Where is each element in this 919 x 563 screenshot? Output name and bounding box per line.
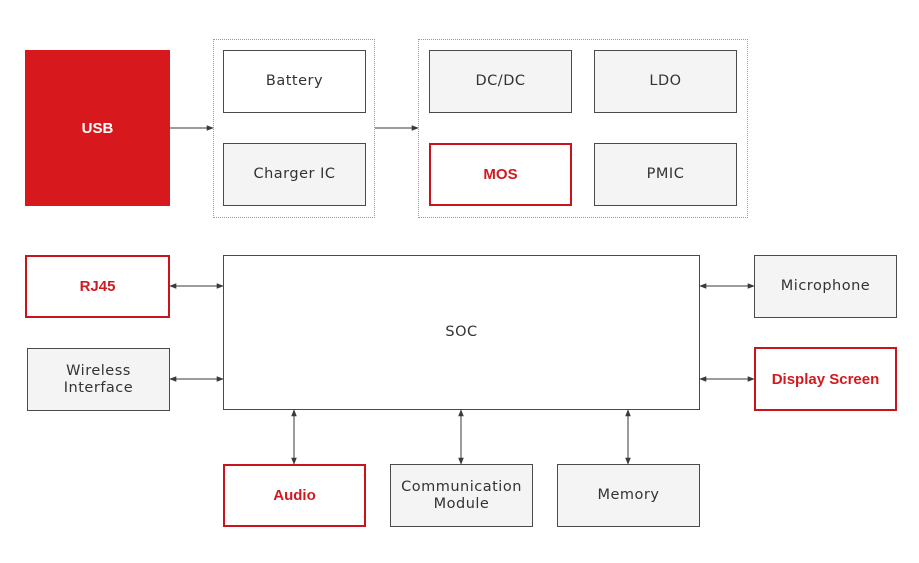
rj45-block: RJ45 (25, 255, 170, 318)
audio-block: Audio (223, 464, 366, 527)
usb-block: USB (25, 50, 170, 206)
power-group (418, 39, 748, 218)
microphone-block: Microphone (754, 255, 897, 318)
wireless-interface-block: Wireless Interface (27, 348, 170, 411)
ldo-block: LDO (594, 50, 737, 113)
battery-block: Battery (223, 50, 366, 113)
communication-module-block: Communication Module (390, 464, 533, 527)
pmic-block: PMIC (594, 143, 737, 206)
soc-block: SOC (223, 255, 700, 410)
mos-block: MOS (429, 143, 572, 206)
display-screen-block: Display Screen (754, 347, 897, 411)
charger-ic-block: Charger IC (223, 143, 366, 206)
charging-group (213, 39, 375, 218)
dcdc-block: DC/DC (429, 50, 572, 113)
memory-block: Memory (557, 464, 700, 527)
